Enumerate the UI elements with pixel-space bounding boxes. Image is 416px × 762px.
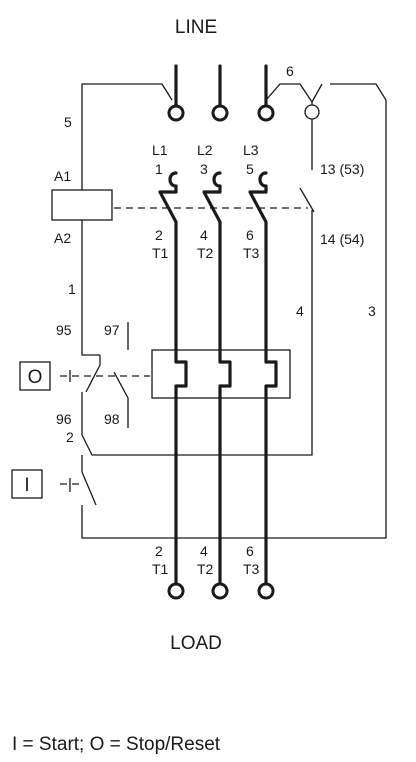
wire-6-label: 6 bbox=[286, 63, 294, 79]
term-6-mid-label: 6 bbox=[246, 227, 254, 243]
aux-14-label: 14 (54) bbox=[320, 231, 364, 247]
contactor-coil bbox=[51, 189, 113, 221]
line-label: LINE bbox=[175, 17, 217, 38]
stop-reset-button: O bbox=[19, 361, 51, 391]
power-poles bbox=[158, 64, 278, 600]
aux-contact-13-14 bbox=[299, 187, 315, 213]
l2-label: L2 bbox=[197, 142, 213, 158]
term-2-bot-label: 2 bbox=[155, 543, 163, 559]
wire-5 bbox=[81, 83, 173, 190]
wire-6-return bbox=[311, 83, 323, 103]
stop-symbol: O bbox=[28, 367, 43, 388]
overload-contact-95-96 bbox=[81, 355, 101, 405]
terminal-t2 bbox=[211, 582, 229, 600]
terminal-t1 bbox=[167, 582, 185, 600]
pole-3-contact bbox=[248, 171, 278, 585]
term-3-label: 3 bbox=[200, 161, 208, 177]
term-4-bot-label: 4 bbox=[200, 543, 208, 559]
overload-contact-97-98 bbox=[113, 322, 129, 428]
t1-bot-label: T1 bbox=[152, 561, 169, 577]
aux-13-label: 13 (53) bbox=[320, 161, 364, 177]
start-button-contact bbox=[81, 471, 97, 506]
term-2-mid-label: 2 bbox=[155, 227, 163, 243]
t2-bot-label: T2 bbox=[197, 561, 214, 577]
start-symbol: I bbox=[24, 475, 29, 496]
t2-mid-label: T2 bbox=[197, 245, 214, 261]
term-97-label: 97 bbox=[104, 322, 120, 338]
a2-label: A2 bbox=[54, 230, 71, 246]
t3-bot-label: T3 bbox=[243, 561, 260, 577]
terminal-l1 bbox=[167, 104, 185, 122]
pole-2-contact bbox=[202, 171, 232, 585]
term-6-bot-label: 6 bbox=[246, 543, 254, 559]
terminal-l2 bbox=[211, 104, 229, 122]
wire-1-label: 1 bbox=[68, 281, 76, 297]
fuse-circle bbox=[304, 104, 320, 120]
term-1-label: 1 bbox=[155, 161, 163, 177]
term-95-label: 95 bbox=[56, 322, 72, 338]
wire-2-label: 2 bbox=[66, 429, 74, 445]
wire-3-label: 3 bbox=[368, 303, 376, 319]
start-button: I bbox=[11, 469, 43, 499]
term-98-label: 98 bbox=[104, 411, 120, 427]
wire-6 bbox=[265, 83, 313, 170]
wire-start-loop bbox=[81, 83, 387, 539]
a1-label: A1 bbox=[54, 168, 71, 184]
l3-label: L3 bbox=[243, 142, 259, 158]
l1-label: L1 bbox=[152, 142, 168, 158]
t3-mid-label: T3 bbox=[243, 245, 260, 261]
terminal-l3 bbox=[257, 104, 275, 122]
load-label: LOAD bbox=[170, 633, 222, 654]
legend-text: I = Start; O = Stop/Reset bbox=[12, 734, 221, 755]
wire-4-label: 4 bbox=[296, 303, 304, 319]
wire-1 bbox=[81, 220, 100, 356]
term-5-label: 5 bbox=[246, 161, 254, 177]
control-wiring bbox=[60, 83, 387, 539]
t1-mid-label: T1 bbox=[152, 245, 169, 261]
pole-1-contact bbox=[158, 171, 188, 585]
terminal-t3 bbox=[257, 582, 275, 600]
wire-5-label: 5 bbox=[64, 114, 72, 130]
term-4-mid-label: 4 bbox=[200, 227, 208, 243]
wire-96-2 bbox=[81, 210, 313, 456]
term-96-label: 96 bbox=[56, 411, 72, 427]
